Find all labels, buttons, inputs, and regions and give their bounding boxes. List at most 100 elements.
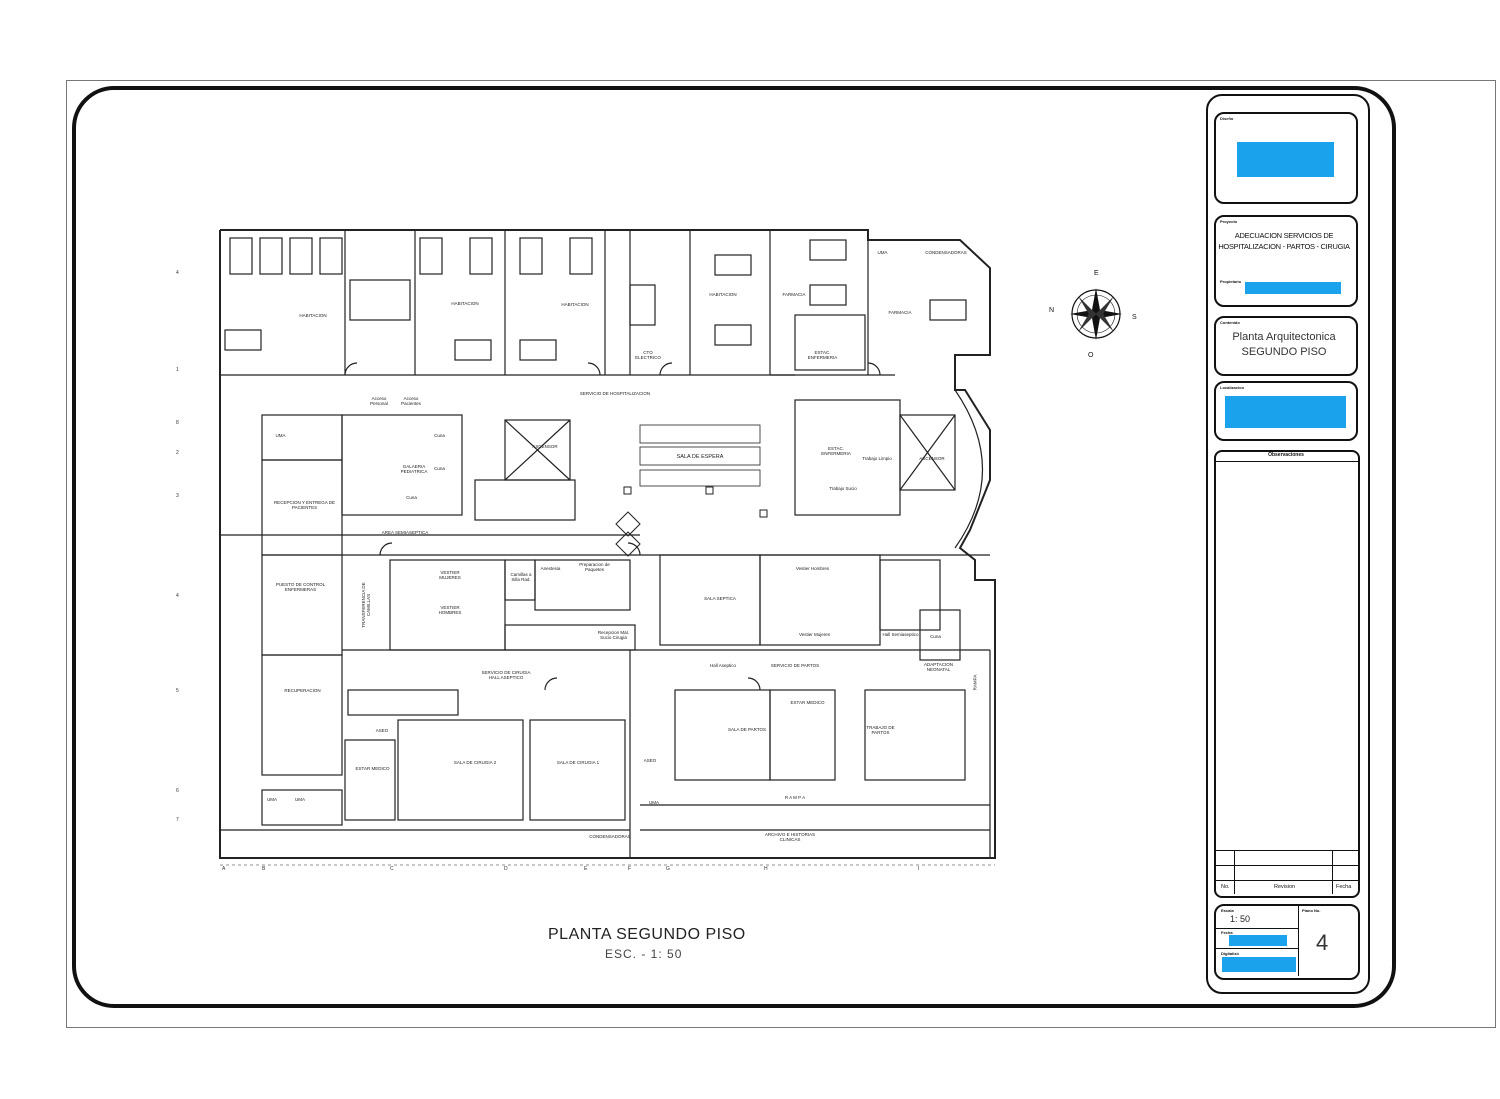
room-label-estar-medico: ESTAR MEDICO [790, 700, 825, 705]
grid-letter-f: F [628, 866, 632, 872]
localizacion-redaction [1225, 396, 1346, 428]
diseno-caption: Diseño [1220, 116, 1234, 121]
grid-letter-d: D [504, 866, 508, 872]
grid-number: 4 [176, 593, 179, 599]
compass-north: N [1049, 307, 1055, 314]
label-cuna-1: Cuna [434, 433, 445, 438]
room-label-sala-espera: SALA DE ESPERA [676, 454, 724, 460]
room-label-vestier-hombres: VESTIER HOMBRES [438, 605, 462, 615]
label-aseo-1: ASEO [375, 728, 389, 733]
room-label-habitacion-4: HABITACION [709, 292, 737, 297]
label-cuna-3: Cuna [406, 495, 417, 500]
room-label-adaptacion-neonatal: ADAPTACION NEONATAL [924, 662, 953, 672]
label-cuna-2: Cuna [434, 466, 445, 471]
label-hall-semiaseptico: Hall Semiaseptico [882, 632, 919, 637]
plan-title: PLANTA SEGUNDO PISO [548, 926, 746, 943]
contenido-caption: Contenido [1220, 320, 1240, 325]
label-rampa-horizontal: R A M P A [784, 795, 806, 800]
plano-divider [1298, 906, 1299, 976]
contenido-box [1214, 316, 1358, 376]
room-label-servicio-partos: SERVICIO DE PARTOS [770, 663, 820, 668]
title-block [1206, 94, 1370, 994]
room-label-habitacion-1: HABITACION [299, 313, 327, 318]
fecha-redaction [1229, 935, 1287, 946]
label-aseo-2: ASEO [643, 758, 657, 763]
room-label-uma-top: UMA [877, 250, 888, 255]
grid-letter-g: G [666, 866, 670, 872]
drawing-sheet-border [66, 80, 1496, 1028]
room-label-servicio-cirugia: SERVICIO DE CIRUGIA HALL ASEPTICO [481, 670, 531, 680]
proyecto-caption: Proyecto [1220, 219, 1238, 224]
grid-letter-c: C [390, 866, 394, 872]
room-label-uma-4: UMA [649, 800, 659, 805]
room-label-ascensor-2: ASCENSOR [919, 456, 945, 461]
grid-letter-b: B [262, 866, 266, 872]
revision-column [1234, 850, 1235, 894]
grid-letter-h: H [764, 866, 768, 872]
label-acceso-personal: Acceso Personal [370, 396, 388, 406]
grid-number: 4 [176, 270, 179, 276]
grid-number: 7 [176, 817, 179, 823]
escala-divider [1216, 928, 1298, 929]
digitalizo-caption: Digitalizó [1221, 951, 1239, 956]
room-label-estac-enfermeria-2: ESTAC. ENFERMERIA [821, 446, 851, 456]
room-label-habitacion-2: HABITACION [451, 301, 479, 306]
room-label-uma-3: UMA [295, 797, 305, 802]
contenido-line-2: SEGUNDO PISO [1241, 346, 1327, 358]
observaciones-box [1214, 450, 1360, 898]
grid-number: 8 [176, 420, 179, 426]
propietario-redaction [1245, 282, 1341, 294]
revision-line [1216, 850, 1358, 851]
grid-number: 6 [176, 788, 179, 794]
compass-east: E [1094, 270, 1099, 277]
grid-letter-a: A [222, 866, 226, 872]
room-label-vestier-hombres-2: Vestier Hombres [795, 566, 830, 571]
escala-caption: Escala [1221, 908, 1234, 913]
digitalizo-redaction [1222, 957, 1296, 972]
grid-letter-i: I [918, 866, 920, 872]
label-recepcion-material: Recepcion Mat. Sucio Cirugia [597, 630, 630, 640]
room-label-servicio-hospitalizacion: SERVICIO DE HOSPITALIZACION [579, 391, 651, 396]
room-label-galeria-pediatrica: GALAERIA PEDIATRICA [400, 464, 428, 474]
observaciones-caption: Observaciones [1268, 452, 1304, 458]
room-label-cto-electrico: CTO ELECTRICO [635, 350, 661, 360]
compass-west: O [1088, 352, 1094, 359]
plan-scale: ESC. - 1: 50 [605, 947, 683, 961]
room-label-sala-cirugia-2: SALA DE CIRUGIA 2 [453, 760, 497, 765]
room-label-farmacia: FARMACIA [888, 310, 912, 315]
revision-line [1216, 880, 1358, 881]
compass-icon [1070, 288, 1122, 340]
proyecto-text: ADECUACION SERVICIOS DE HOSPITALIZACION … [1218, 231, 1350, 251]
room-label-farmacia-top: FARMACIA [782, 292, 806, 297]
compass-rose: N S E O [1046, 270, 1146, 370]
diseno-redaction [1237, 142, 1334, 177]
grid-number: 2 [176, 450, 179, 456]
label-camillas: Camillas a Silla Rad. [510, 572, 532, 582]
plano-caption: Plano No. [1302, 908, 1321, 913]
room-label-recepcion-pacientes: RECEPCION Y ENTREGA DE PACIENTES [273, 500, 336, 510]
room-label-sala-cirugia-1: SALA DE CIRUGIA 1 [556, 760, 600, 765]
room-label-area-semiaseptica: AREA SEMIASEPTICA [381, 530, 429, 535]
revision-line [1216, 865, 1358, 866]
room-label-uma-2: UMA [267, 797, 277, 802]
propietario-caption: Propietario [1220, 279, 1242, 284]
localizacion-caption: Localizacion [1220, 385, 1245, 390]
room-label-uma-1: UMA [275, 433, 286, 438]
room-label-habitacion-3: HABITACION [561, 302, 589, 307]
diseno-box [1214, 112, 1358, 204]
grid-number: 1 [176, 367, 179, 373]
fecha-caption: Fecha [1221, 930, 1233, 935]
revision-header: Revision [1274, 884, 1296, 890]
fecha-divider [1216, 948, 1298, 949]
observaciones-divider [1216, 461, 1358, 462]
label-preparacion-paquetes: Preparacion de Paquetes [579, 562, 610, 572]
label-trabajo-sucio: Trabajo Sucio [829, 486, 857, 491]
revision-fecha-header: Fecha [1336, 884, 1352, 890]
room-label-recuperacion: RECUPERACION [284, 688, 321, 693]
label-acceso-pacientes: Acceso Pacientes [401, 396, 421, 406]
revision-column [1332, 850, 1333, 894]
label-hall-aseptico: Hall Aseptico [709, 663, 736, 668]
grid-letter-e: E [584, 866, 588, 872]
drawing-frame [72, 86, 1396, 1008]
escala-value: 1: 50 [1230, 914, 1251, 924]
